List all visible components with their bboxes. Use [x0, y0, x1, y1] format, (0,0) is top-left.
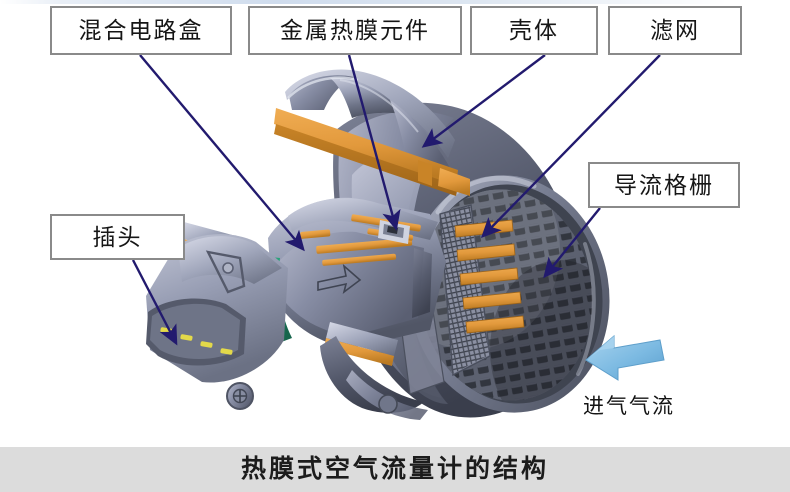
callout-plug[interactable]: 插头	[50, 214, 185, 260]
callout-metal-hot-film-element[interactable]: 金属热膜元件	[248, 6, 462, 55]
leader-hybrid-circuit-box	[139, 54, 305, 252]
callout-label-metal-hot-film-element: 金属热膜元件	[280, 17, 430, 43]
intake-airflow-arrow	[585, 334, 665, 381]
mount-skirt	[320, 336, 428, 420]
airflow-label-text: 进气气流	[583, 395, 675, 418]
leader-filter-screen	[480, 54, 661, 239]
leader-metal-hot-film-element	[347, 54, 401, 231]
callout-filter-screen[interactable]: 滤网	[608, 6, 742, 55]
leader-plug	[131, 259, 178, 346]
figure-caption-bar: 热膜式空气流量计的结构	[0, 447, 790, 492]
window-top-strip	[0, 0, 790, 4]
housing-flange	[274, 69, 470, 196]
hybrid-circuit-box	[178, 197, 446, 366]
leader-housing	[421, 54, 546, 148]
callout-label-plug: 插头	[92, 223, 143, 250]
callout-label-hybrid-circuit-box: 混合电路盒	[78, 17, 204, 43]
callout-hybrid-circuit-box[interactable]: 混合电路盒	[50, 6, 232, 55]
callout-label-filter-screen: 滤网	[650, 17, 700, 43]
callout-label-housing: 壳体	[509, 17, 559, 43]
airflow-label: 进气气流	[583, 390, 675, 420]
figure-caption-text: 热膜式空气流量计的结构	[240, 455, 549, 483]
leader-flow-guide-grille	[543, 207, 601, 279]
callout-flow-guide-grille[interactable]: 导流格栅	[588, 162, 740, 208]
callout-label-flow-guide-grille: 导流格栅	[614, 171, 714, 198]
callout-housing[interactable]: 壳体	[470, 6, 598, 55]
plug-connector	[146, 234, 288, 410]
